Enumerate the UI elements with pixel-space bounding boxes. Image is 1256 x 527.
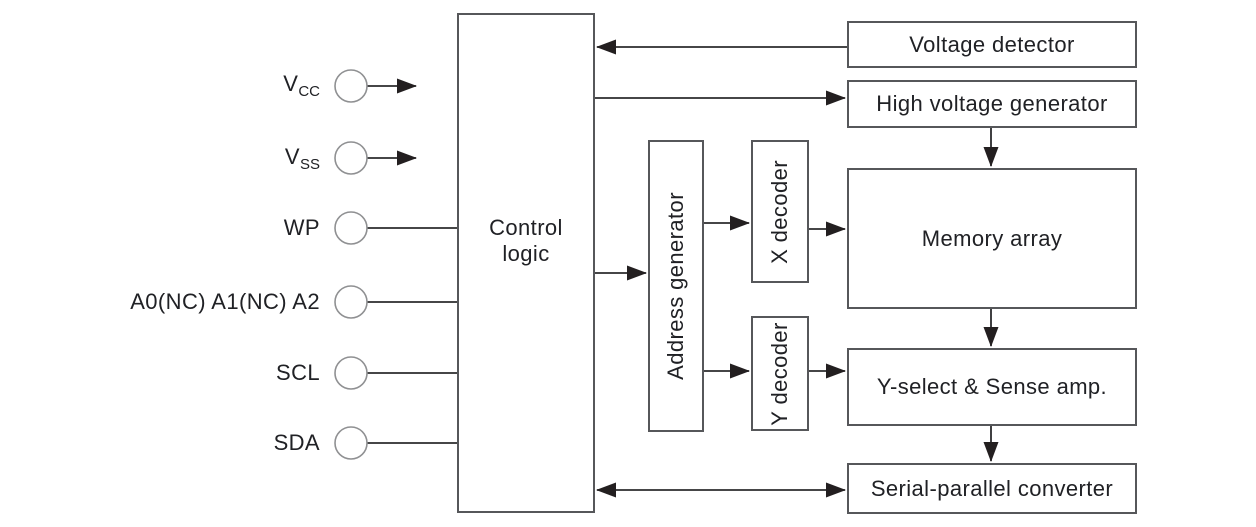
block-memory-array-label: Memory array [921,225,1063,251]
block-serial-parallel-converter-label: Serial-parallel converter [870,475,1114,501]
block-voltage-detector: Voltage detector [847,21,1137,68]
block-voltage-detector-label: Voltage detector [909,31,1075,57]
block-x-decoder-label: X decoder [767,159,793,264]
scl-pin-circle [334,356,368,390]
pin-label-vcc-subscript: CC [298,83,320,100]
block-serial-parallel-converter: Serial-parallel converter [847,463,1137,514]
vss-pin-circle [334,141,368,175]
pin-label-vcc: VCC [283,71,320,100]
block-y-decoder: Y decoder [751,316,809,431]
block-high-voltage-generator: High voltage generator [847,80,1137,128]
pin-label-wp: WP [283,215,320,240]
sda-pin-circle [334,426,368,460]
block-address-generator-label: Address generator [663,192,689,380]
pin-label-a0-a1-a2: A0(NC) A1(NC) A2 [130,289,320,314]
block-control-logic-label: Control logic [489,215,563,266]
pin-label-vss: VSS [285,144,320,173]
block-control-logic: Control logic [457,13,595,513]
addr-pin-circle [334,285,368,319]
pin-label-vss-base: V [284,144,300,169]
block-memory-array: Memory array [847,168,1137,309]
block-y-select-sense-amp-label: Y-select & Sense amp. [876,374,1108,400]
block-y-decoder-label: Y decoder [767,321,793,426]
block-address-generator: Address generator [648,140,704,432]
pin-label-vss-subscript: SS [299,156,320,173]
pin-label-vcc-base: V [283,71,299,96]
pin-label-sda: SDA [273,430,320,455]
vcc-pin-circle [334,69,368,103]
block-x-decoder: X decoder [751,140,809,283]
pin-label-scl: SCL [276,360,320,385]
wp-pin-circle [334,211,368,245]
block-high-voltage-generator-label: High voltage generator [876,91,1108,117]
block-y-select-sense-amp: Y-select & Sense amp. [847,348,1137,426]
